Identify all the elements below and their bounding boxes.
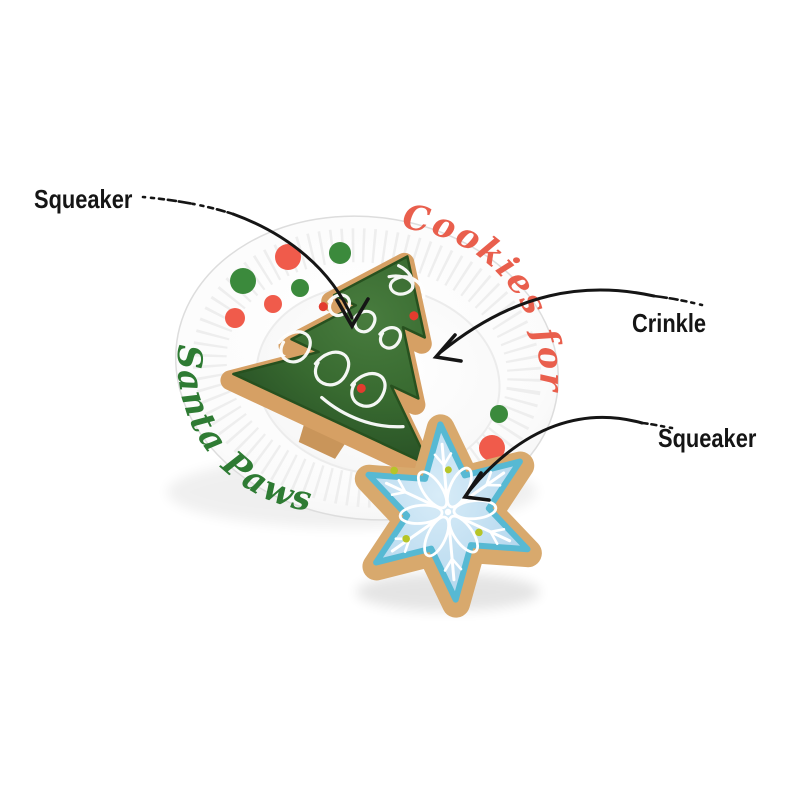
snowflake-white-piping [381, 442, 515, 582]
tree-green-icing [232, 255, 431, 467]
snowflake-green-sprinkles [390, 466, 483, 543]
snowflake-cookie-toy [354, 414, 542, 618]
arrowhead-icon [335, 297, 370, 330]
annotation-label-squeaker-snowflake: Squeaker [658, 423, 757, 453]
arrow-squeaker-snowflake [461, 415, 674, 502]
plate-fluted-rim [192, 228, 542, 508]
arrowhead-icon [461, 471, 491, 502]
arrow-crinkle [432, 288, 704, 363]
arrowhead-icon [432, 333, 463, 363]
plate-polka-dots [225, 242, 508, 461]
arrow-squeaker-tree [141, 195, 370, 330]
annotation-arrows [141, 195, 704, 502]
annotation-label-squeaker-tree: Squeaker [34, 184, 133, 214]
tree-red-sprinkles [318, 302, 419, 393]
annotation-label-crinkle: Crinkle [632, 308, 707, 338]
